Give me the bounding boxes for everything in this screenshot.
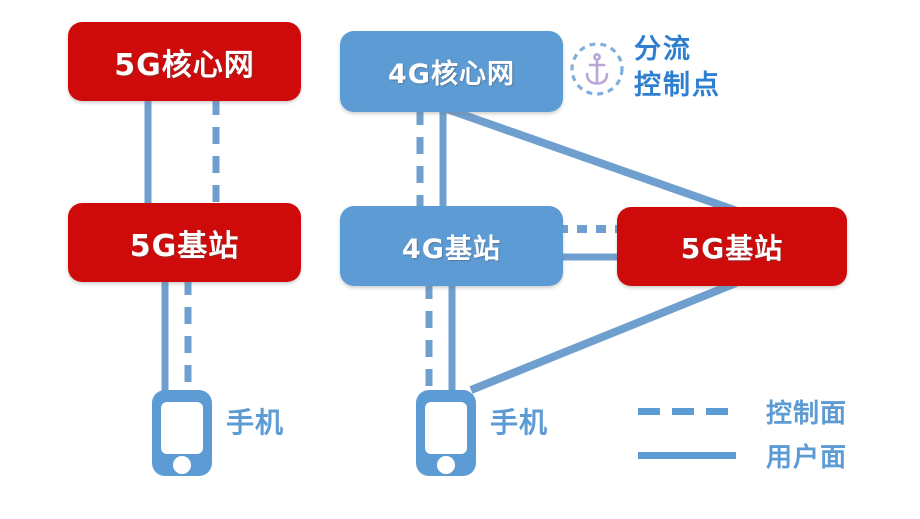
split-control-point-line1: 分流	[634, 34, 692, 65]
link-4gcore-5gbs-user	[442, 104, 742, 216]
mobile-phone-left[interactable]	[148, 382, 216, 484]
split-control-point-callout: 分流 控制点	[568, 32, 763, 110]
node-5g-base-station-right[interactable]: 5G基站	[617, 207, 847, 286]
node-5g-core-network-left[interactable]: 5G核心网	[68, 22, 301, 101]
anchor-in-dashed-circle-icon	[570, 42, 624, 96]
mobile-phone-icon	[152, 390, 212, 476]
legend-label-user-plane: 用户面	[766, 443, 848, 473]
legend-item-user-plane: 用户面	[638, 442, 888, 474]
mobile-phone-right-label: 手机	[490, 406, 549, 439]
node-label: 5G核心网	[114, 47, 255, 83]
split-control-point-text: 分流 控制点	[634, 32, 721, 104]
mobile-phone-icon	[416, 390, 476, 476]
node-label: 4G核心网	[388, 59, 515, 90]
split-control-point-line2: 控制点	[634, 70, 721, 101]
solid-line-swatch	[638, 452, 736, 459]
plane-legend: 控制面 用户面	[638, 398, 888, 476]
node-4g-base-station[interactable]: 4G基站	[340, 206, 563, 286]
legend-label-control-plane: 控制面	[766, 399, 848, 429]
node-label: 5G基站	[129, 228, 240, 264]
link-5gbs-phone-right-user	[469, 279, 738, 394]
node-5g-base-station-left[interactable]: 5G基站	[68, 203, 301, 282]
node-label: 4G基站	[402, 233, 501, 265]
node-4g-core-network[interactable]: 4G核心网	[340, 31, 563, 112]
dashed-line-swatch	[638, 408, 736, 415]
legend-item-control-plane: 控制面	[638, 398, 888, 430]
node-label: 5G基站	[680, 231, 784, 265]
mobile-phone-left-label: 手机	[226, 406, 285, 439]
mobile-phone-right[interactable]	[412, 382, 480, 484]
